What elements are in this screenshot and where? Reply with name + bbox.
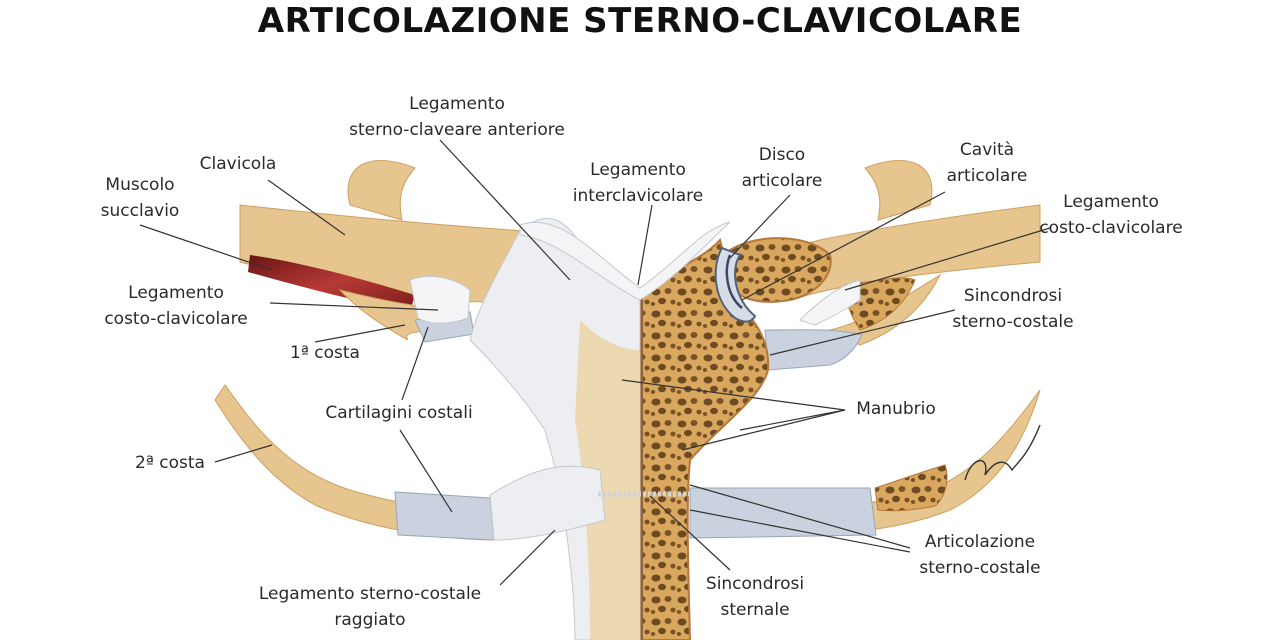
label-manubrio: Manubrio	[856, 399, 936, 419]
sternum-bone-left	[575, 320, 640, 640]
first-rib-right-spongy	[844, 277, 916, 331]
label-sincondrosi-sternale: Sincondrosi sternale	[705, 574, 805, 620]
label-lig-sterno-anteriore: Legamento sterno-claveare anteriore	[349, 94, 565, 140]
articular-cavity-shape	[725, 254, 743, 309]
leader-sincondrosi-sterno-costale	[769, 309, 956, 356]
leader-lig-costo-clav-left	[269, 302, 439, 311]
label-lig-costo-clavicolare-right: Legamento costo-clavicolare	[1039, 192, 1183, 238]
radiate-ligament-shape	[489, 465, 606, 541]
label-muscolo-succlavio: Muscolo succlavio	[100, 175, 180, 221]
leader-disco-articolare	[729, 194, 791, 259]
leader-lig-costo-clav-right	[844, 227, 1051, 291]
leader-cartilagini-1	[401, 326, 429, 401]
upper-rib-arc-right	[864, 160, 933, 221]
interclavicular-ligament-shape	[519, 221, 731, 301]
manubrium-cut-section	[639, 237, 770, 640]
leader-prima-costa	[314, 324, 406, 343]
leader-manubrio-2	[621, 379, 846, 411]
label-lig-interclavicolare: Legamento interclavicolare	[572, 160, 704, 206]
leader-seconda-costa	[214, 444, 273, 463]
leader-muscolo-succlavio	[139, 224, 273, 271]
articular-disc-shape	[714, 246, 757, 323]
costal-cartilage-1-right	[764, 329, 863, 371]
label-cavita-articolare: Cavità articolare	[946, 140, 1028, 186]
leader-lines	[139, 139, 1051, 586]
label-clavicola: Clavicola	[199, 154, 277, 174]
label-prima-costa: 1ª costa	[290, 343, 360, 363]
artist-signature	[964, 424, 1041, 481]
leader-articolazione-1	[689, 484, 911, 549]
leader-manubrio-1	[739, 409, 846, 431]
second-rib-right-spongy	[874, 464, 948, 512]
label-cartilagini-costali: Cartilagini costali	[325, 403, 473, 423]
costoclavicular-ligament-right-shape	[799, 279, 861, 326]
leader-articolazione-2	[689, 509, 911, 553]
label-disco-articolare: Disco articolare	[741, 145, 823, 191]
leader-lig-interclavicolare	[637, 204, 653, 286]
label-seconda-costa: 2ª costa	[135, 453, 205, 473]
leader-clavicola	[267, 179, 346, 236]
leader-cavita-articolare	[741, 191, 946, 301]
label-lig-costo-clavicolare-left: Legamento costo-clavicolare	[104, 283, 248, 329]
label-lig-sterno-costale-raggiato: Legamento sterno-costale raggiato	[258, 584, 482, 630]
page-title: ARTICOLAZIONE STERNO-CLAVICOLARE	[257, 1, 1023, 41]
label-articolazione-sterno-costale: Articolazione sterno-costale	[919, 532, 1041, 578]
leader-lig-raggiato	[499, 529, 556, 586]
clavicle-head-right	[726, 237, 832, 303]
costoclavicular-ligament-left-shape	[409, 275, 471, 324]
leader-manubrio-3	[681, 409, 846, 451]
leader-sincondrosi-sternale	[649, 495, 731, 571]
leader-lig-sterno-anteriore	[439, 139, 571, 281]
leader-cartilagini-2	[399, 429, 453, 513]
label-sincondrosi-sterno-costale: Sincondrosi sterno-costale	[952, 286, 1074, 332]
upper-rib-arc-left	[347, 160, 416, 221]
